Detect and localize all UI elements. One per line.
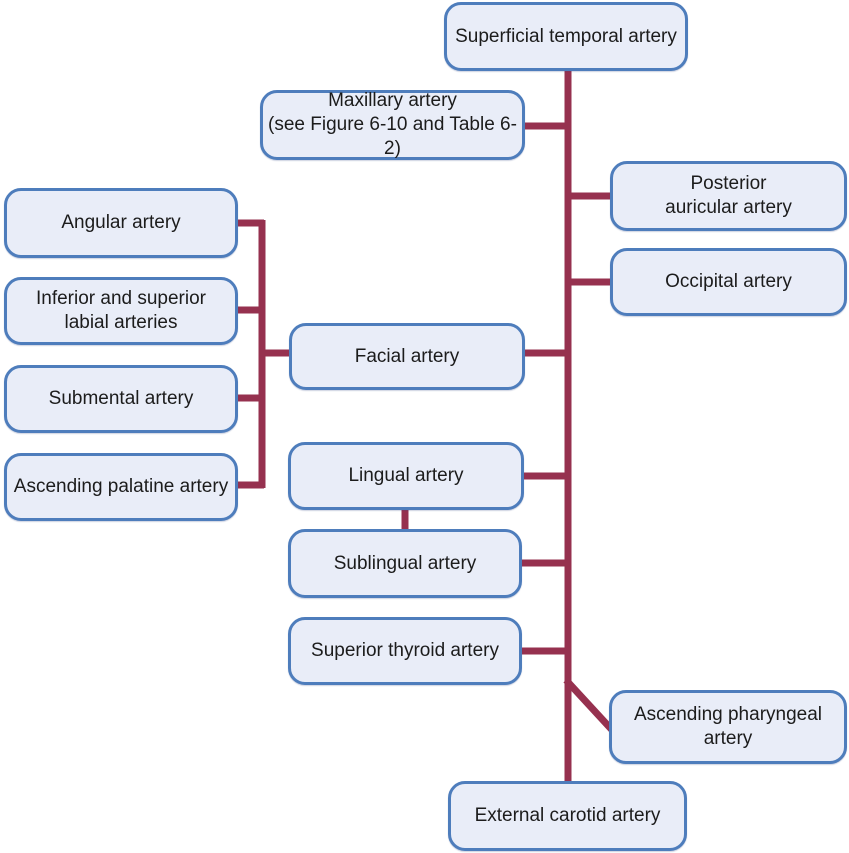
node-maxillary-artery: Maxillary artery(see Figure 6-10 and Tab… [260,90,525,160]
node-label: Maxillary artery(see Figure 6-10 and Tab… [268,90,517,159]
node-label: Superior thyroid artery [311,640,499,662]
node-label: Facial artery [354,345,460,367]
node-label: Angular artery [61,212,181,234]
node-facial-artery: Facial artery [289,323,525,390]
node-label: Occipital artery [665,271,792,293]
node-external-carotid-artery: External carotid artery [448,781,687,851]
node-ascending-palatine-artery: Ascending palatine artery [4,453,238,521]
node-label: Lingual artery [348,465,464,487]
node-label: External carotid artery [474,805,661,827]
node-label: Sublingual artery [333,552,477,574]
node-sublingual-artery: Sublingual artery [288,529,522,598]
node-superior-thyroid-artery: Superior thyroid artery [288,617,522,685]
node-submental-artery: Submental artery [4,365,238,433]
node-occipital-artery: Occipital artery [610,248,847,316]
node-label: Superficial temporal artery [455,25,677,47]
node-angular-artery: Angular artery [4,188,238,258]
node-lingual-artery: Lingual artery [288,442,524,510]
connector-ascending-pharyngeal-diagonal [563,677,616,734]
node-label: Submental artery [48,388,194,410]
node-label: Ascending palatine artery [13,476,229,498]
node-superficial-temporal-artery: Superficial temporal artery [444,2,688,71]
